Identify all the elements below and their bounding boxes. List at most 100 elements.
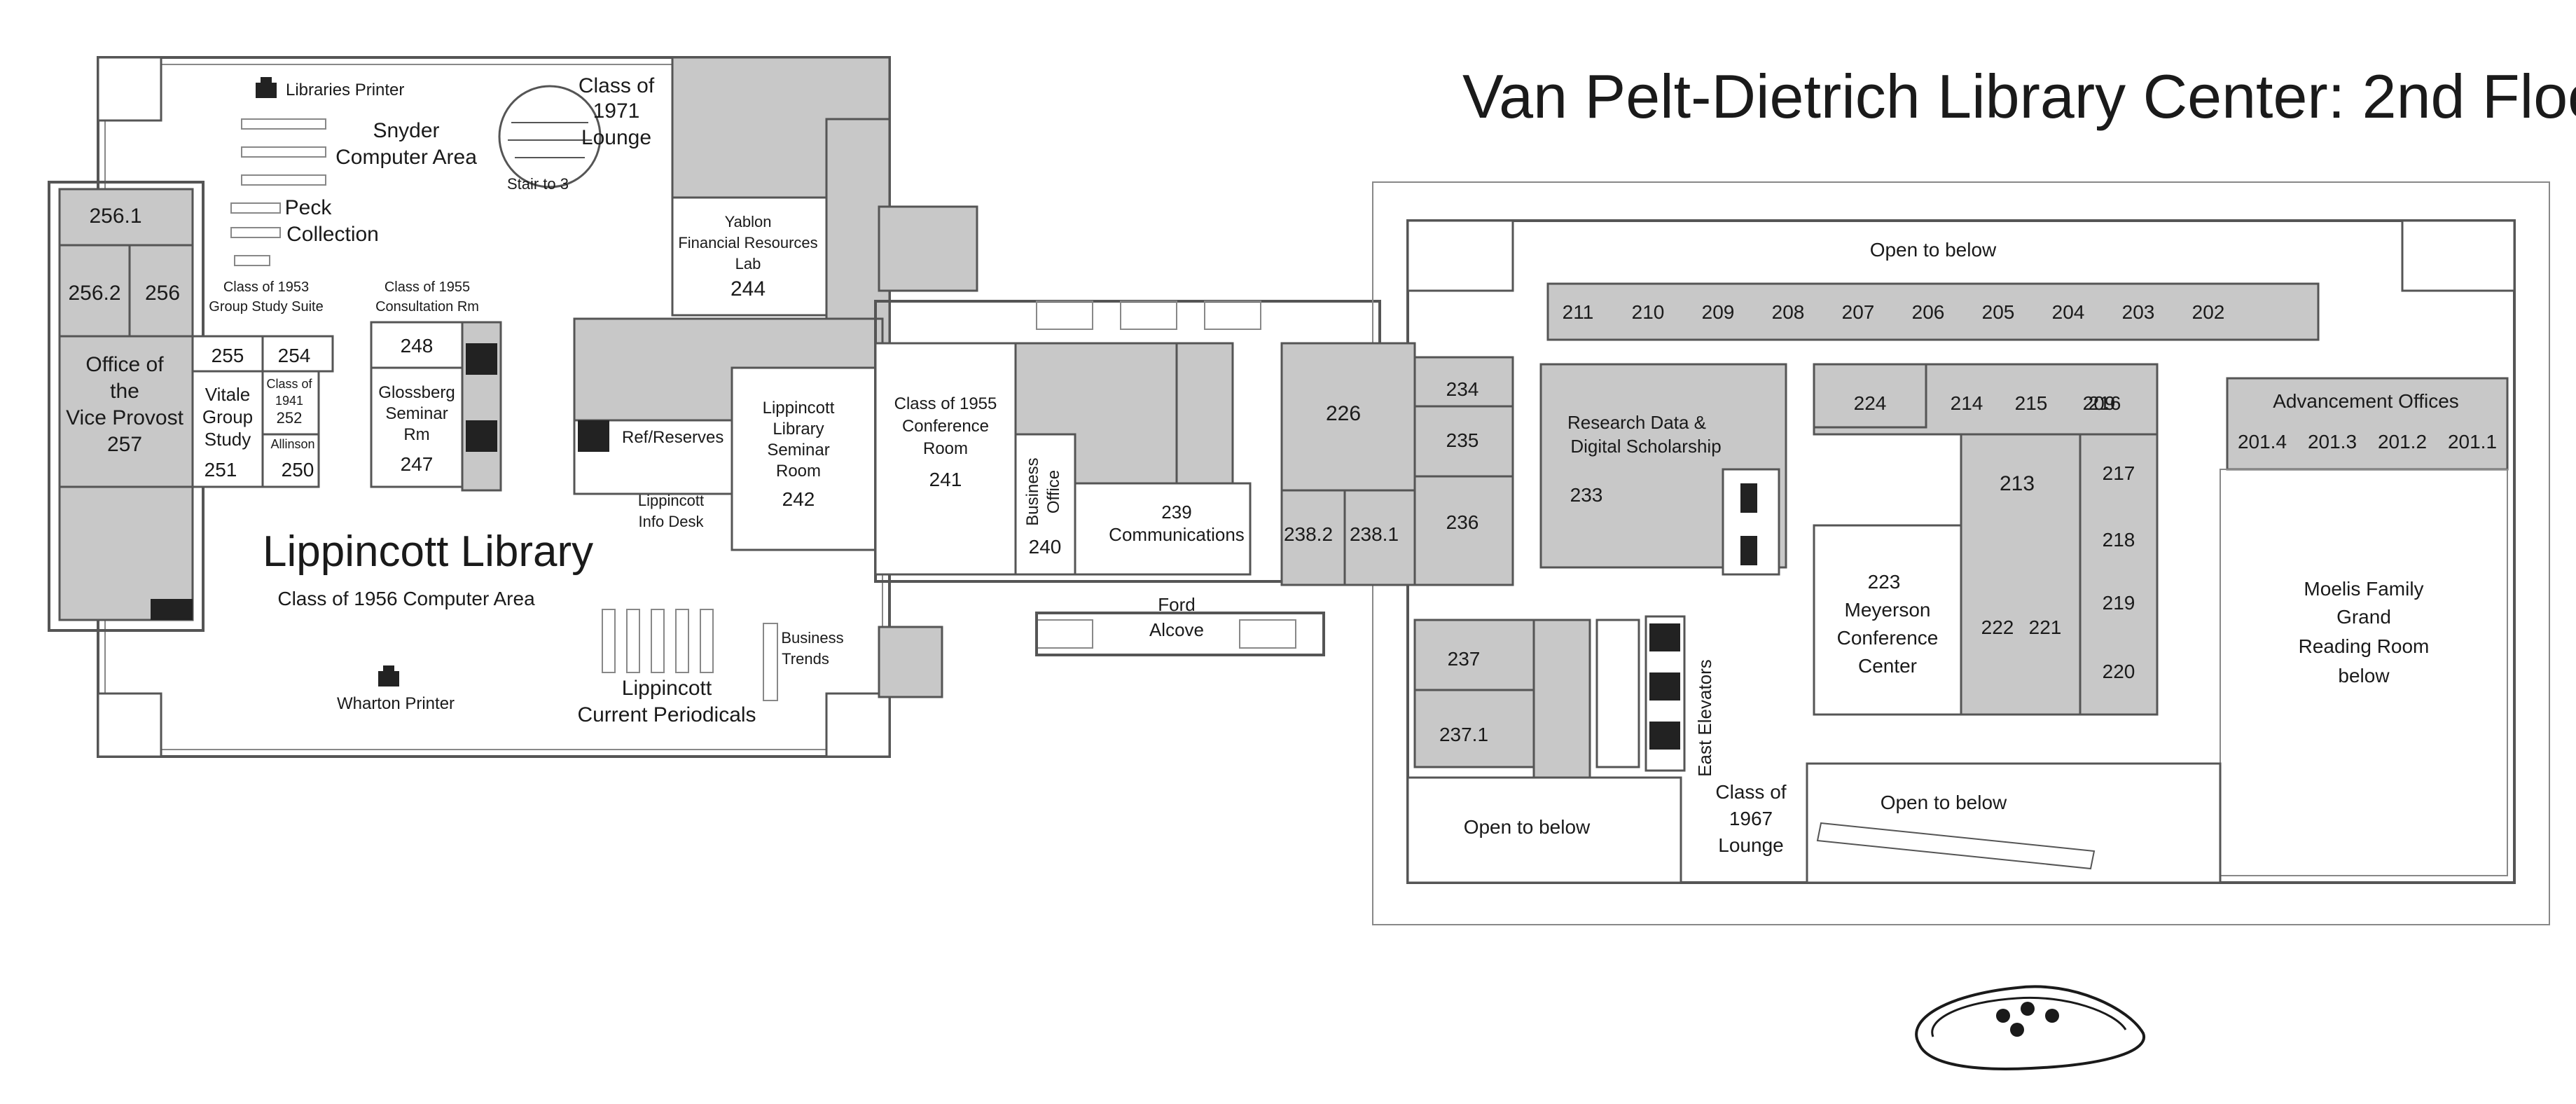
open-mid-label: Open to below xyxy=(1881,792,2007,813)
room-239-label: 239 xyxy=(1161,502,1191,523)
vitale-label-1: Vitale xyxy=(205,384,251,405)
business-office-label-2: Office xyxy=(1044,470,1063,513)
room-241[interactable] xyxy=(874,342,1017,576)
room-210-label: 210 xyxy=(1632,301,1665,323)
room-256-2[interactable] xyxy=(58,244,131,338)
peck-label-2: Collection xyxy=(286,223,379,246)
elevator-icon xyxy=(466,343,609,452)
moelis-label-3: Reading Room xyxy=(2299,635,2430,657)
room-247-label: 247 xyxy=(401,453,434,475)
room-242-label: 242 xyxy=(782,488,815,510)
ford-label-2: Alcove xyxy=(1149,619,1204,640)
room-235-label: 235 xyxy=(1446,429,1479,451)
moelis-label-4: below xyxy=(2338,665,2390,686)
room-255[interactable] xyxy=(191,335,264,373)
room-205-label: 205 xyxy=(1982,301,2015,323)
class1971-label-3: Lounge xyxy=(581,126,651,149)
vp-label-3: Vice Provost xyxy=(66,406,184,429)
meyerson-label-4: Center xyxy=(1858,655,1917,677)
room-240[interactable] xyxy=(1014,433,1076,576)
class1967-label-3: Lounge xyxy=(1718,834,1783,856)
printer-icon xyxy=(256,77,277,98)
room-237[interactable] xyxy=(1413,619,1535,691)
room-west-lower xyxy=(58,485,194,621)
room-242[interactable] xyxy=(730,366,877,551)
yablon-label-3: Lab xyxy=(735,255,761,272)
room-250[interactable] xyxy=(261,433,320,488)
info-desk-label-2: Info Desk xyxy=(639,513,705,530)
room-224[interactable] xyxy=(1813,363,1927,429)
west-wing: Libraries Printer Snyder Computer Area C… xyxy=(48,56,891,758)
room-213-block xyxy=(1960,433,2082,716)
stair-icon xyxy=(97,692,162,758)
room-237-1[interactable] xyxy=(1413,689,1535,768)
room-224-label: 224 xyxy=(1854,392,1887,414)
room-238-1[interactable] xyxy=(1343,489,1416,586)
stair-icon xyxy=(2401,219,2516,292)
open-left-label: Open to below xyxy=(1464,816,1591,838)
room-254-label: 254 xyxy=(278,345,311,366)
room-257-label: 257 xyxy=(107,433,142,456)
stair-to-3-icon xyxy=(498,85,602,188)
restroom-icon xyxy=(1740,483,1757,565)
room-257[interactable] xyxy=(58,335,194,488)
room-256[interactable] xyxy=(128,244,194,338)
ref-reserves-label: Ref/Reserves xyxy=(622,428,723,447)
room-236[interactable] xyxy=(1413,475,1514,586)
room-256-2-label: 256.2 xyxy=(68,282,120,305)
room-239[interactable] xyxy=(1074,482,1252,576)
room-237-1-label: 237.1 xyxy=(1439,724,1488,745)
room-255-label: 255 xyxy=(212,345,244,366)
vitale-label-3: Study xyxy=(205,429,251,450)
conf1955-label-1: Class of 1955 xyxy=(894,394,997,413)
communications-label: Communications xyxy=(1109,524,1245,545)
south-core-rooms xyxy=(2079,433,2159,716)
meyerson-label-2: Meyerson xyxy=(1845,599,1931,621)
room-223[interactable] xyxy=(1813,524,1962,716)
room-238-1-label: 238.1 xyxy=(1350,523,1399,545)
class1967-label-1: Class of xyxy=(1715,781,1786,803)
ramp xyxy=(1816,822,2096,870)
room-237-label: 237 xyxy=(1448,648,1481,670)
printer-icon xyxy=(378,665,399,686)
room-222-label: 222 xyxy=(1981,616,2014,638)
room-241-label: 241 xyxy=(929,469,962,490)
room-254[interactable] xyxy=(261,335,334,373)
room-233-label: 233 xyxy=(1570,484,1603,506)
room-235[interactable] xyxy=(1413,405,1514,478)
room-208-label: 208 xyxy=(1772,301,1805,323)
info-desk-label-1: Lippincott xyxy=(638,492,704,509)
room-234[interactable] xyxy=(1413,356,1514,408)
seminar-label-2: Library xyxy=(773,420,824,439)
advancement-offices[interactable] xyxy=(2226,377,2509,471)
stair-to-3-label: Stair to 3 xyxy=(507,175,569,193)
room-251[interactable] xyxy=(191,370,264,488)
allinson-label: Allinson xyxy=(270,437,314,451)
class1941-label-1: Class of xyxy=(266,377,312,391)
seminar-label-3: Seminar xyxy=(767,441,829,460)
room-238-2-label: 238.2 xyxy=(1284,523,1333,545)
rds-label-1: Research Data & xyxy=(1567,412,1706,433)
stair-icon xyxy=(97,56,162,122)
sculpture-icon xyxy=(1915,985,2146,1070)
east-elevators-label: East Elevators xyxy=(1694,659,1715,777)
elevator-icon xyxy=(1649,623,1680,750)
room-244-label: 244 xyxy=(730,277,766,301)
room-204-label: 204 xyxy=(2052,301,2085,323)
vp-label-2: the xyxy=(110,380,139,403)
class1971-label-2: 1971 xyxy=(593,99,640,123)
moelis-label-1: Moelis Family xyxy=(2304,578,2423,600)
business-office-label-1: Business xyxy=(1023,457,1042,525)
peck-label-1: Peck xyxy=(285,196,333,219)
class1971-label-1: Class of xyxy=(579,74,655,97)
snyder-label-1: Snyder xyxy=(373,119,439,142)
seminar-label-4: Room xyxy=(776,462,821,481)
stair-icon xyxy=(1406,219,1514,292)
room-207-label: 207 xyxy=(1842,301,1875,323)
room-213-label: 213 xyxy=(2000,472,2035,495)
map-title: Van Pelt-Dietrich Library Center: 2nd Fl… xyxy=(1462,62,2576,131)
periodicals-label-1: Lippincott xyxy=(622,677,712,700)
stair-icon xyxy=(1595,619,1640,768)
snyder-label-2: Computer Area xyxy=(335,146,477,169)
